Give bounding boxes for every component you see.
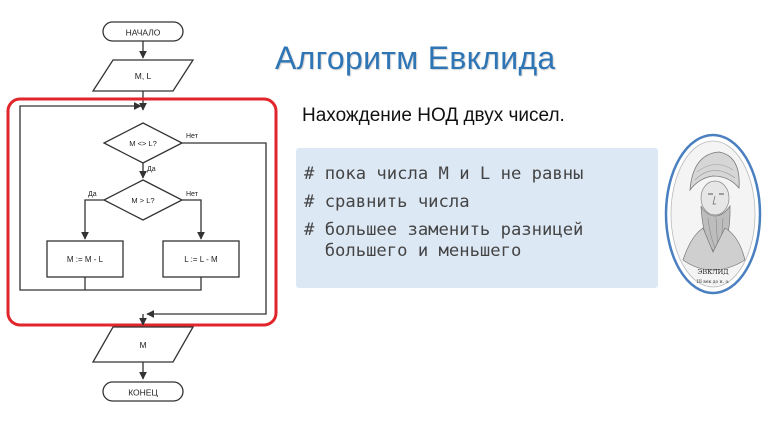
slide-subtitle: Нахождение НОД двух чисел. — [302, 105, 565, 126]
input-label: M, L — [135, 71, 152, 81]
face-shape — [700, 180, 730, 216]
output-parallelogram — [91, 326, 195, 363]
loop-back-arrow — [19, 102, 142, 291]
compare-condition-label: M > L? — [131, 196, 154, 205]
euclid-portrait: ЭВКЛИД III век до н. э. — [664, 133, 762, 295]
end-label: КОНЕЦ — [128, 388, 158, 398]
compare-yes-label: Да — [88, 191, 97, 198]
loop-yes-label: Да — [147, 166, 156, 173]
yes-branch-line — [81, 199, 104, 240]
exit-branch-line — [146, 142, 267, 318]
output-label: M — [139, 340, 146, 350]
no-branch-line — [182, 199, 205, 240]
start-label: НАЧАЛО — [126, 28, 161, 38]
end-terminal — [102, 381, 184, 402]
portrait-caption-name: ЭВКЛИД — [697, 268, 728, 276]
euclid-flowchart: НАЧАЛО M, L M <> L? Нет Да M > L? Да Нет… — [6, 21, 278, 402]
loop-condition-label: M <> L? — [129, 139, 157, 148]
comment-line: # пока числа M и L не равны — [304, 164, 584, 184]
compare-condition-diamond — [102, 179, 184, 221]
assign-l-box — [162, 240, 240, 278]
portrait-caption-era: III век до н. э. — [697, 279, 730, 285]
pseudocode-comment-box: # пока числа M и L не равны # сравнить ч… — [296, 148, 658, 288]
slide-title: Алгоритм Евклида — [275, 40, 556, 76]
assign-m-label: M := M - L — [67, 255, 104, 264]
loop-no-label: Нет — [186, 133, 199, 140]
input-parallelogram — [91, 59, 195, 92]
compare-no-label: Нет — [186, 191, 199, 198]
robe-shape — [682, 227, 746, 271]
merge-line — [85, 277, 202, 291]
comment-line: большего и меньшего — [304, 241, 522, 261]
assign-m-box — [46, 240, 124, 278]
headwear-shape — [689, 151, 740, 192]
comment-line: # сравнить числа — [304, 192, 470, 212]
assign-l-label: L := L - M — [184, 255, 218, 264]
comment-line: # большее заменить разницей — [304, 220, 584, 240]
